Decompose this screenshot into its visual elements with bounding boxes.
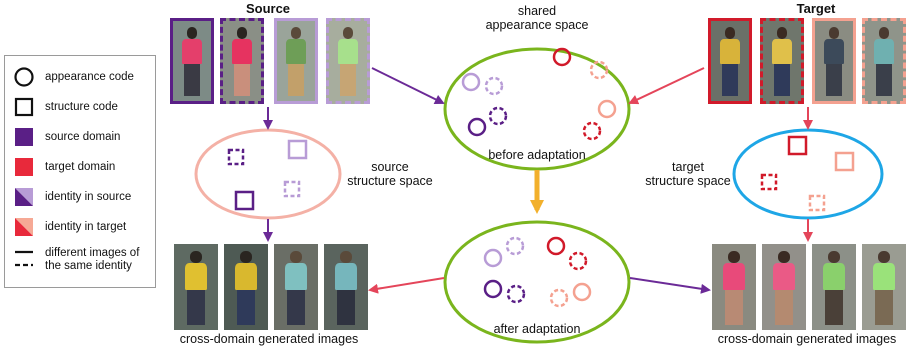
- source-structure-space-label: source structure space: [338, 160, 442, 188]
- right-generated-image-2: [762, 244, 806, 330]
- legend-label: different images of the same identity: [45, 247, 139, 273]
- shared-space-label-line2: appearance space: [485, 18, 589, 32]
- source-image-4: [326, 18, 370, 104]
- appearance-code-target-light-dashed: [549, 288, 569, 308]
- target-image-2: [760, 18, 804, 104]
- appearance-code-target-light: [597, 99, 617, 119]
- left-generated-image-4: [324, 244, 368, 330]
- right-generated-image-3: [812, 244, 856, 330]
- left-generated-image-2: [224, 244, 268, 330]
- appearance-code-source-light-dashed: [505, 236, 525, 256]
- legend-label-line2: the same identity: [45, 260, 132, 272]
- shared-space-label: shared appearance space: [465, 4, 609, 32]
- appearance-code-target-light-dashed: [589, 60, 609, 80]
- shared-space-before-ellipse: [443, 47, 631, 171]
- source-image-1: [170, 18, 214, 104]
- source-image-3: [274, 18, 318, 104]
- target-structure-line1: target: [672, 160, 704, 174]
- target-structure-space-label: target structure space: [636, 160, 740, 188]
- legend-label: source domain: [45, 130, 121, 143]
- legend-label: appearance code: [45, 70, 134, 83]
- source-title: Source: [245, 1, 291, 16]
- legend-item-appearance: appearance code: [13, 66, 134, 88]
- legend-box: appearance code structure code source do…: [4, 55, 156, 288]
- legend-label-line1: different images of: [45, 247, 140, 259]
- source-structure-line1: source: [371, 160, 409, 174]
- target-image-4: [862, 18, 906, 104]
- target-title: Target: [796, 1, 836, 16]
- right-generated-image-4: [862, 244, 906, 330]
- appearance-code-source-dark: [483, 279, 503, 299]
- legend-item-identity-source: identity in source: [13, 186, 131, 208]
- circle-outline-icon: [13, 66, 35, 88]
- source-structure-ellipse: [194, 128, 342, 220]
- legend-item-source-domain: source domain: [13, 126, 120, 148]
- structure-code-target-light-dashed: [808, 194, 826, 212]
- square-outline-icon: [13, 96, 35, 118]
- legend-item-identity-target: identity in target: [13, 216, 126, 238]
- right-generated-caption: cross-domain generated images: [717, 332, 897, 346]
- appearance-code-source-dark-dashed: [506, 284, 526, 304]
- legend-item-structure: structure code: [13, 96, 118, 118]
- target-image-1: [708, 18, 752, 104]
- appearance-code-target-dark: [546, 236, 566, 256]
- before-adaptation-label: before adaptation: [488, 148, 586, 162]
- purple-split-icon: [13, 186, 35, 208]
- right-generated-image-1: [712, 244, 756, 330]
- red-split-icon: [13, 216, 35, 238]
- structure-code-target-light: [834, 151, 855, 172]
- shared-space-label-line1: shared: [517, 4, 557, 18]
- appearance-code-source-light: [461, 72, 481, 92]
- arrow-target-to-shared: [628, 67, 705, 105]
- appearance-code-source-light: [483, 248, 503, 268]
- structure-code-source-light: [287, 139, 308, 160]
- legend-label: identity in source: [45, 190, 132, 203]
- arrow-after-to-right-generated: [629, 277, 711, 294]
- appearance-code-target-dark: [552, 47, 572, 67]
- structure-code-source-light-dashed: [283, 180, 301, 198]
- target-structure-ellipse: [732, 128, 884, 220]
- legend-item-same-identity: different images of the same identity: [13, 247, 139, 277]
- source-structure-line2: structure space: [347, 174, 433, 188]
- appearance-code-source-dark: [467, 117, 487, 137]
- structure-code-target-dark-dashed: [760, 173, 778, 191]
- left-generated-image-1: [174, 244, 218, 330]
- legend-label: structure code: [45, 100, 118, 113]
- arrow-source-to-shared: [371, 67, 445, 104]
- target-image-3: [812, 18, 856, 104]
- left-generated-image-3: [274, 244, 318, 330]
- legend-label: identity in target: [45, 220, 127, 233]
- arrow-after-to-left-generated: [368, 277, 445, 294]
- purple-square-icon: [13, 126, 35, 148]
- after-adaptation-label: after adaptation: [493, 322, 581, 336]
- structure-code-target-dark: [787, 135, 808, 156]
- legend-label: target domain: [45, 160, 116, 173]
- appearance-code-target-dark-dashed: [582, 121, 602, 141]
- legend-item-target-domain: target domain: [13, 156, 115, 178]
- appearance-code-source-light-dashed: [484, 76, 504, 96]
- structure-code-source-dark: [234, 190, 255, 211]
- appearance-code-source-dark-dashed: [488, 106, 508, 126]
- red-square-icon: [13, 156, 35, 178]
- source-image-2: [220, 18, 264, 104]
- shared-space-after-ellipse: [443, 220, 631, 344]
- target-structure-line2: structure space: [645, 174, 731, 188]
- appearance-code-target-light: [572, 282, 592, 302]
- appearance-code-target-dark-dashed: [568, 251, 588, 271]
- solid-dashed-lines-icon: [13, 247, 35, 269]
- left-generated-caption: cross-domain generated images: [179, 332, 359, 346]
- structure-code-source-dark-dashed: [227, 148, 245, 166]
